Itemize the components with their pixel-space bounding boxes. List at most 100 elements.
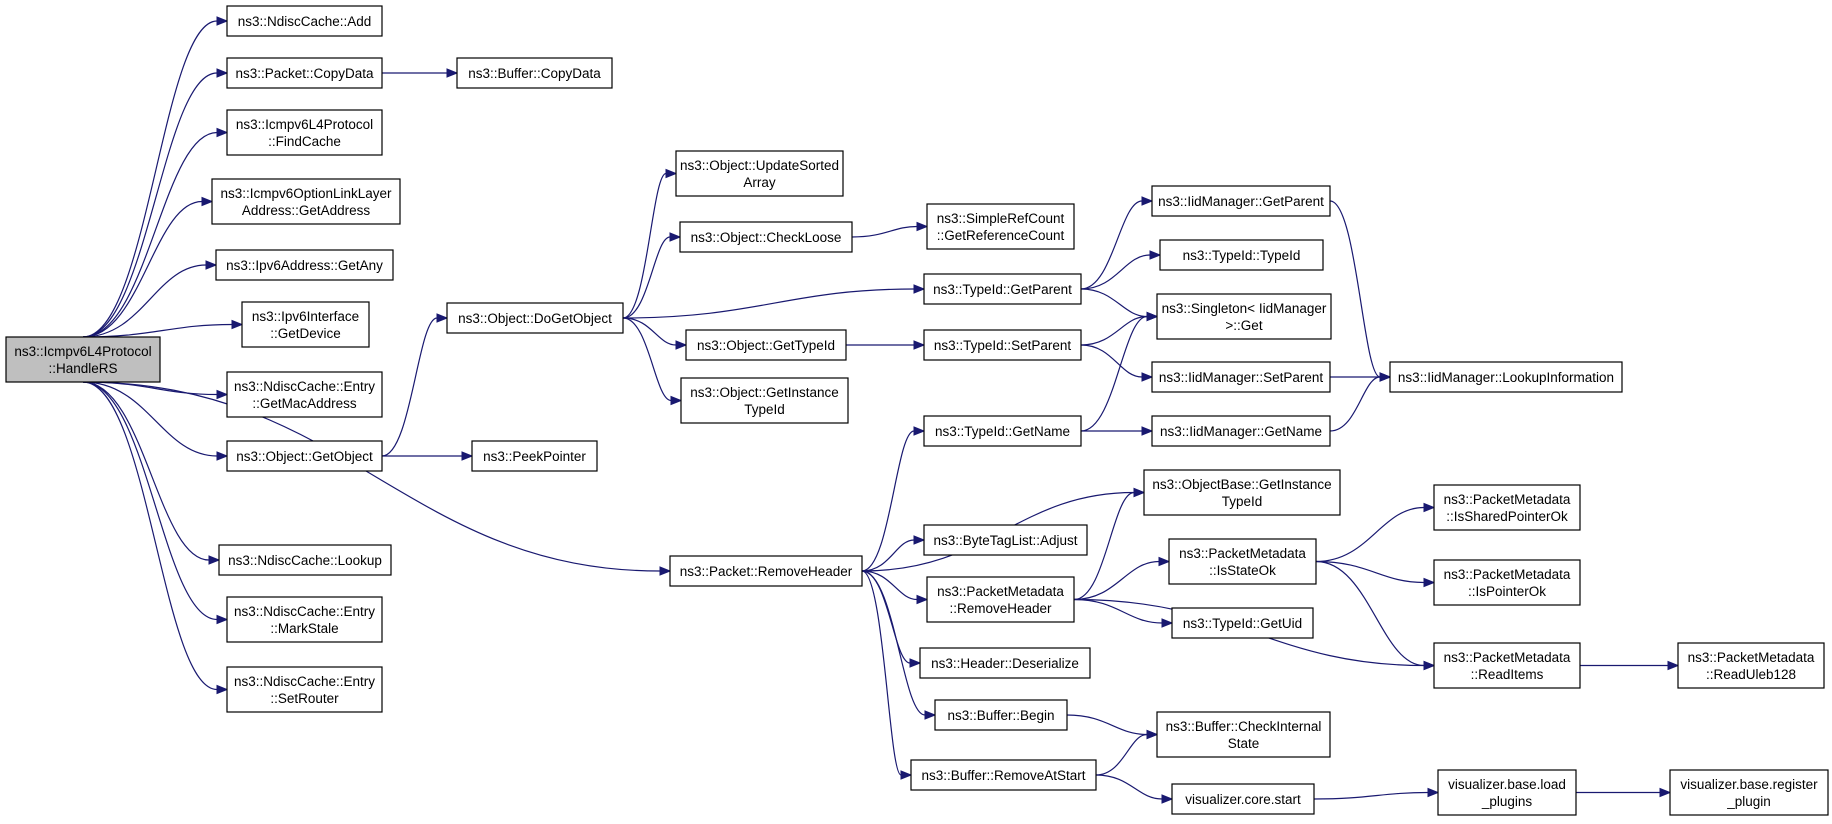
node-typeid-typeid[interactable]: ns3::TypeId::TypeId bbox=[1159, 239, 1324, 271]
node-buffer-removeatstart[interactable]: ns3::Buffer::RemoveAtStart bbox=[910, 759, 1097, 791]
edge-line bbox=[381, 317, 438, 457]
call-edges bbox=[82, 16, 1680, 804]
node-ipv6interface-getdevice[interactable]: ns3::Ipv6Interface::GetDevice bbox=[241, 301, 370, 348]
node-ndisc-lookup[interactable]: ns3::NdiscCache::Lookup bbox=[218, 544, 392, 576]
node-label: ::ReadItems bbox=[1471, 667, 1544, 682]
edge-line bbox=[82, 381, 210, 561]
edge-typeid-getname-to-singleton-get bbox=[1080, 311, 1159, 432]
node-singleton-get[interactable]: ns3::Singleton< IidManager>::Get bbox=[1156, 293, 1332, 340]
node-icmpv6-findcache[interactable]: ns3::Icmpv6L4Protocol::FindCache bbox=[226, 109, 383, 156]
edge-packet-removeheader-to-typeid-getname bbox=[861, 426, 926, 572]
edge-line bbox=[861, 539, 915, 572]
node-box bbox=[1669, 769, 1829, 816]
node-entry-markstale[interactable]: ns3::NdiscCache::Entry::MarkStale bbox=[226, 596, 383, 643]
node-typeid-setparent[interactable]: ns3::TypeId::SetParent bbox=[923, 329, 1082, 361]
node-box bbox=[1151, 185, 1331, 217]
node-packet-removeheader[interactable]: ns3::Packet::RemoveHeader bbox=[669, 555, 863, 587]
edge-handlers-to-ndisc-lookup bbox=[82, 381, 221, 565]
node-ndisc-add[interactable]: ns3::NdiscCache::Add bbox=[226, 5, 383, 37]
node-visualizer-base-register-plugin[interactable]: visualizer.base.register_plugin bbox=[1669, 769, 1829, 816]
node-entry-getmacaddress[interactable]: ns3::NdiscCache::Entry::GetMacAddress bbox=[226, 371, 383, 418]
node-object-checkloose[interactable]: ns3::Object::CheckLoose bbox=[679, 221, 853, 253]
node-label: Array bbox=[743, 175, 776, 190]
arrowhead bbox=[1133, 487, 1146, 498]
node-box bbox=[1437, 769, 1577, 816]
node-packet-copydata[interactable]: ns3::Packet::CopyData bbox=[226, 57, 383, 89]
node-linklayer-getaddress[interactable]: ns3::Icmpv6OptionLinkLayerAddress::GetAd… bbox=[211, 178, 401, 225]
edge-handlers-to-entry-markstale bbox=[82, 381, 229, 625]
node-iidmanager-setparent[interactable]: ns3::IidManager::SetParent bbox=[1151, 361, 1331, 393]
node-entry-setrouter[interactable]: ns3::NdiscCache::Entry::SetRouter bbox=[226, 666, 383, 713]
node-label: ns3::NdiscCache::Entry bbox=[234, 674, 375, 689]
arrowhead bbox=[659, 566, 672, 576]
node-visualizer-core-start[interactable]: visualizer.core.start bbox=[1171, 783, 1315, 815]
node-object-dogetobject[interactable]: ns3::Object::DoGetObject bbox=[446, 302, 624, 334]
edge-object-dogetobject-to-object-gettypeid bbox=[622, 317, 688, 350]
arrowhead bbox=[205, 260, 218, 270]
node-label: ns3::Buffer::Begin bbox=[947, 708, 1054, 723]
edge-line bbox=[82, 323, 233, 338]
edge-line bbox=[82, 20, 218, 338]
node-header-deserialize[interactable]: ns3::Header::Deserialize bbox=[919, 647, 1091, 679]
node-box bbox=[919, 647, 1091, 679]
edge-line bbox=[622, 317, 672, 402]
edge-line bbox=[1095, 774, 1163, 800]
node-peekpointer[interactable]: ns3::PeekPointer bbox=[471, 440, 598, 472]
node-label: TypeId bbox=[1222, 494, 1263, 509]
node-packetmetadata-removeheader[interactable]: ns3::PacketMetadata::RemoveHeader bbox=[926, 576, 1075, 623]
node-label: visualizer.base.register bbox=[1680, 777, 1818, 792]
node-label: ns3::IidManager::LookupInformation bbox=[1398, 370, 1614, 385]
node-box bbox=[471, 440, 598, 472]
node-ipv6address-getany[interactable]: ns3::Ipv6Address::GetAny bbox=[215, 249, 394, 281]
node-object-getobject[interactable]: ns3::Object::GetObject bbox=[226, 440, 383, 472]
arrowhead bbox=[1423, 660, 1436, 671]
arrowhead bbox=[201, 196, 214, 207]
node-iidmanager-getname[interactable]: ns3::IidManager::GetName bbox=[1151, 415, 1331, 447]
node-label: visualizer.base.load bbox=[1448, 777, 1566, 792]
node-simplerefcount-getreferencecount[interactable]: ns3::SimpleRefCount::GetReferenceCount bbox=[926, 203, 1075, 250]
edge-line bbox=[1066, 714, 1148, 736]
node-box bbox=[1433, 559, 1581, 606]
arrowhead bbox=[216, 68, 229, 78]
node-typeid-getparent[interactable]: ns3::TypeId::GetParent bbox=[923, 273, 1082, 305]
node-box bbox=[1156, 711, 1331, 758]
edge-visualizer-base-load-plugins-to-visualizer-base-register-plugin bbox=[1576, 787, 1672, 798]
node-iidmanager-getparent[interactable]: ns3::IidManager::GetParent bbox=[1151, 185, 1331, 217]
edge-line bbox=[1080, 344, 1143, 378]
node-typeid-getuid[interactable]: ns3::TypeId::GetUid bbox=[1171, 607, 1314, 639]
node-visualizer-base-load-plugins[interactable]: visualizer.base.load _plugins bbox=[1437, 769, 1577, 816]
node-packetmetadata-readuleb128[interactable]: ns3::PacketMetadata::ReadUleb128 bbox=[1677, 642, 1825, 689]
node-packetmetadata-readitems[interactable]: ns3::PacketMetadata::ReadItems bbox=[1433, 642, 1581, 689]
node-packetmetadata-isstateok[interactable]: ns3::PacketMetadata::IsStateOk bbox=[1168, 538, 1317, 585]
node-packetmetadata-issharedpointerok[interactable]: ns3::PacketMetadata::IsSharedPointerOk bbox=[1433, 484, 1581, 531]
arrowhead bbox=[216, 16, 229, 26]
node-label: State bbox=[1228, 736, 1260, 751]
node-box bbox=[1677, 642, 1825, 689]
arrowhead bbox=[1423, 577, 1436, 588]
edge-packetmetadata-isstateok-to-packetmetadata-ispointerok bbox=[1315, 560, 1436, 588]
node-object-gettypeid[interactable]: ns3::Object::GetTypeId bbox=[685, 329, 847, 361]
edge-object-getobject-to-object-dogetobject bbox=[381, 313, 449, 457]
node-packetmetadata-ispointerok[interactable]: ns3::PacketMetadata::IsPointerOk bbox=[1433, 559, 1581, 606]
node-buffer-copydata[interactable]: ns3::Buffer::CopyData bbox=[456, 57, 613, 89]
node-typeid-getname[interactable]: ns3::TypeId::GetName bbox=[923, 415, 1082, 447]
node-label: ::FindCache bbox=[268, 134, 341, 149]
arrowhead bbox=[909, 658, 922, 668]
node-label: ::MarkStale bbox=[270, 621, 338, 636]
edge-packetmetadata-removeheader-to-packetmetadata-isstateok bbox=[1073, 556, 1171, 601]
node-buffer-begin[interactable]: ns3::Buffer::Begin bbox=[934, 699, 1068, 731]
edge-typeid-setparent-to-iidmanager-setparent bbox=[1080, 344, 1154, 382]
node-bytetaglist-adjust[interactable]: ns3::ByteTagList::Adjust bbox=[923, 524, 1088, 556]
node-handlers[interactable]: ns3::Icmpv6L4Protocol::HandleRS bbox=[5, 336, 161, 383]
node-label: _plugins bbox=[1481, 794, 1533, 809]
node-box bbox=[226, 596, 383, 643]
arrowhead bbox=[1141, 196, 1154, 206]
arrowhead bbox=[216, 127, 229, 138]
node-iidmanager-lookupinformation[interactable]: ns3::IidManager::LookupInformation bbox=[1389, 361, 1623, 393]
arrowhead bbox=[1427, 787, 1440, 798]
edge-typeid-setparent-to-singleton-get bbox=[1080, 311, 1159, 346]
